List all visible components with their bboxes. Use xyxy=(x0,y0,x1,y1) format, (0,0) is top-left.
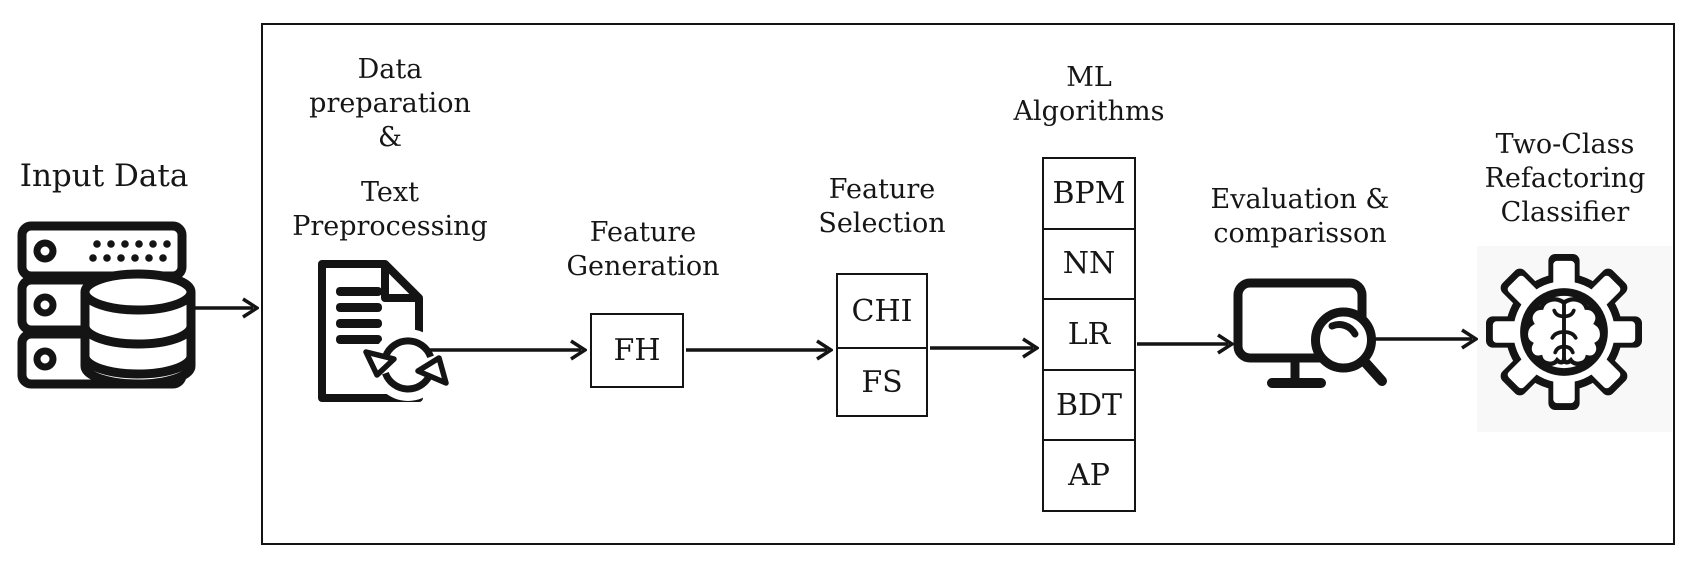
label-line: comparisson xyxy=(1213,218,1387,249)
database-cylinder xyxy=(80,269,196,389)
brain-glyph xyxy=(1523,297,1605,366)
arrow-ml-to-evaluation xyxy=(1137,333,1234,355)
label-line: Data xyxy=(357,54,423,85)
box-cell: FS xyxy=(838,347,926,415)
stage-label-evaluation: Evaluation & comparisson xyxy=(1211,183,1390,251)
label-line: Preprocessing xyxy=(292,211,488,242)
label-line: preparation xyxy=(309,88,471,119)
server-database-icon xyxy=(17,221,196,389)
label-line: Input Data xyxy=(19,158,189,194)
arrow-feature-generation-to-selection xyxy=(686,339,833,361)
ml-algorithms-box: BPM NN LR BDT AP xyxy=(1042,157,1136,512)
stage-label-feature-generation: Feature Generation xyxy=(566,216,719,284)
box-cell: NN xyxy=(1044,227,1134,299)
label-line: Two-Class xyxy=(1495,129,1635,160)
feature-selection-box: CHI FS xyxy=(836,273,928,417)
box-cell: CHI xyxy=(851,293,913,329)
label-line: Evaluation & xyxy=(1210,184,1390,215)
monitor-magnifier-icon xyxy=(1233,278,1387,388)
label-line: Classifier xyxy=(1500,197,1630,228)
label-line: Selection xyxy=(818,208,946,239)
server-knobs xyxy=(33,239,57,371)
pipeline-frame xyxy=(261,23,1675,545)
box-cell: AP xyxy=(1044,439,1134,510)
label-line: Feature xyxy=(589,217,697,248)
arrow-input-to-pipeline xyxy=(193,297,259,319)
arrow-evaluation-to-classifier xyxy=(1374,328,1478,350)
arrow-selection-to-ml xyxy=(930,337,1039,359)
magnifier xyxy=(1311,307,1387,386)
box-cell: BPM xyxy=(1052,175,1126,211)
box-cell: FH xyxy=(613,333,661,368)
box-cell: LR xyxy=(1044,298,1134,369)
document-refresh-icon xyxy=(318,260,449,402)
label-line: Algorithms xyxy=(1013,96,1165,127)
stage-label-ml-algorithms: ML Algorithms xyxy=(1014,61,1165,129)
stage-label-output-classifier: Two-Class Refactoring Classifier xyxy=(1485,128,1646,230)
label-line: Text xyxy=(361,177,419,208)
label-line: Refactoring xyxy=(1484,163,1646,194)
stage-label-preparation: Data preparation & Text Preprocessing xyxy=(292,53,488,244)
server-dots xyxy=(89,240,171,262)
gear-brain-icon xyxy=(1486,254,1642,410)
label-line: Generation xyxy=(566,251,720,282)
feature-generation-box: FH xyxy=(590,313,684,388)
label-line: & xyxy=(377,122,403,153)
label-line: ML xyxy=(1066,62,1112,93)
document-text-lines xyxy=(336,287,382,344)
box-cell: BDT xyxy=(1044,368,1134,440)
refresh-arrows xyxy=(363,329,449,401)
label-line: Feature xyxy=(828,174,936,205)
stage-label-feature-selection: Feature Selection xyxy=(818,173,945,241)
arrow-preprocessing-to-feature-generation xyxy=(430,339,587,361)
input-data-label: Input Data xyxy=(20,159,189,193)
